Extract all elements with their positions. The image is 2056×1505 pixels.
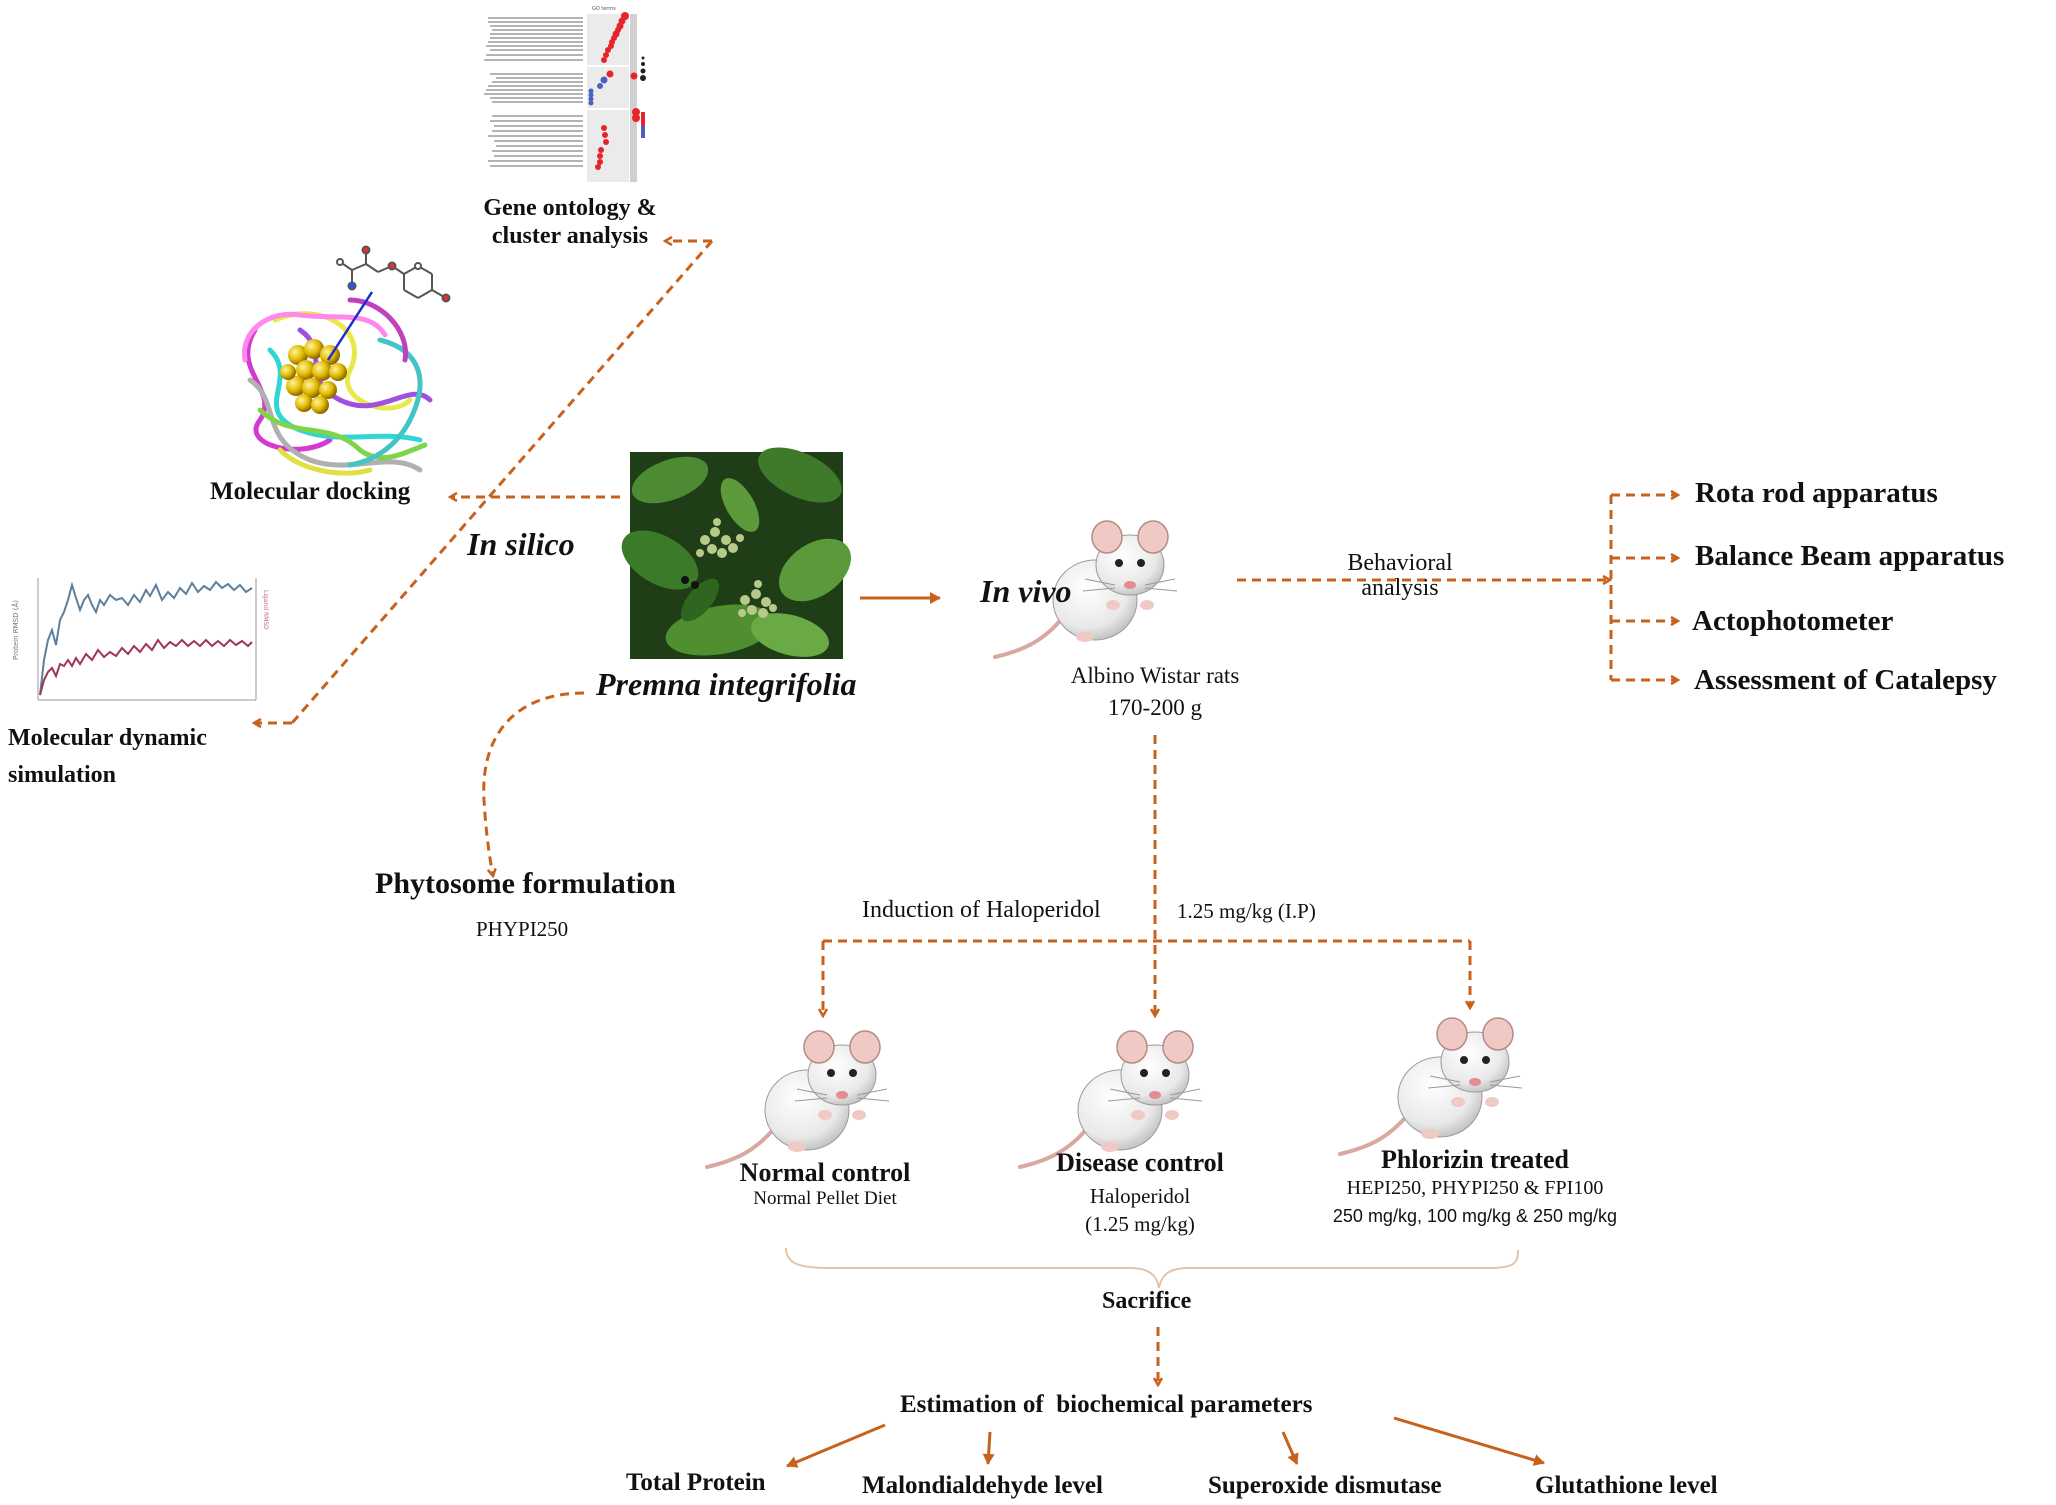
gene-ontology-line1: Gene ontology & [483,195,657,221]
group-disease-title: Disease control [1056,1148,1224,1177]
svg-text:Ligand RMSD: Ligand RMSD [262,590,269,630]
group-normal-title: Normal control [739,1158,911,1187]
biochem-total-protein: Total Protein [626,1469,766,1496]
protein-structure-icon [242,245,451,476]
group-disease: Disease control Haloperidol (1.25 mg/kg) [1015,1148,1265,1236]
behavioral-line2: analysis [1361,575,1439,602]
biochem-malondialdehyde: Malondialdehyde level [862,1472,1103,1499]
group-treated-sub1: HEPI250, PHYPI250 & FPI100 [1346,1176,1604,1199]
test-balance-beam: Balance Beam apparatus [1695,540,2005,572]
svg-text:GO terms: GO terms [592,6,616,12]
rat-icon-disease [1018,1029,1204,1169]
rat-icon-treated [1338,1016,1524,1156]
group-disease-sub2: (1.25 mg/kg) [1085,1212,1195,1237]
in-vivo-arrows [823,495,1678,1385]
gene-ontology-line2: cluster analysis [491,222,649,249]
induction-label: Induction of Haloperidol [862,897,1101,923]
in-vivo-label: In vivo [980,573,1072,609]
molecular-docking-label: Molecular docking [210,478,411,505]
biochem-glutathione: Glutathione level [1535,1472,1718,1499]
group-normal: Normal control Normal Pellet Diet [700,1158,950,1210]
group-treated-title: Phlorizin treated [1381,1145,1569,1174]
plant-photo-icon [621,447,852,659]
test-catalepsy: Assessment of Catalepsy [1694,664,1997,696]
induction-dose: 1.25 mg/kg (I.P) [1177,899,1316,923]
phytosome-title: Phytosome formulation [375,867,676,900]
in-silico-arrows [254,241,714,876]
animal-info: Albino Wistar rats 170-200 g [1030,660,1280,724]
molecular-dynamic-label: Molecular dynamic simulation [8,720,207,794]
plant-name: Premna integrifolia [596,666,857,702]
group-treated-sub2: 250 mg/kg, 100 mg/kg & 250 mg/kg [1332,1205,1618,1226]
group-brace [785,1247,1519,1289]
molecular-dynamic-line2: simulation [8,762,117,789]
group-treated: Phlorizin treated HEPI250, PHYPI250 & FP… [1310,1145,1640,1227]
behavioral-analysis-label: Behavioral analysis [1310,550,1490,602]
biochem-sod: Superoxide dismutase [1208,1472,1442,1499]
in-silico-label: In silico [467,526,575,562]
svg-text:Protein RMSD (Å): Protein RMSD (Å) [11,600,20,660]
behavioral-line1: Behavioral [1347,550,1453,576]
rmsd-line-plot-icon: Protein RMSD (Å) Ligand RMSD [11,573,269,708]
group-disease-sub1: Haloperidol [1089,1183,1191,1208]
rat-icon-normal [705,1029,891,1169]
group-normal-sub: Normal Pellet Diet [753,1187,897,1209]
sacrifice-label: Sacrifice [1102,1288,1192,1314]
animal-name: Albino Wistar rats [1070,663,1240,688]
gene-ontology-label: Gene ontology & cluster analysis [455,195,685,250]
go-dotplot-icon: GO terms [470,6,648,182]
test-actophotometer: Actophotometer [1692,605,1894,637]
molecular-dynamic-line1: Molecular dynamic [8,725,207,751]
animal-weight: 170-200 g [1108,695,1202,721]
test-rota-rod: Rota rod apparatus [1695,477,1938,509]
estimation-label: Estimation of biochemical parameters [900,1391,1313,1418]
phytosome-code: PHYPI250 [476,917,569,941]
biochem-arrows [786,1416,1545,1468]
